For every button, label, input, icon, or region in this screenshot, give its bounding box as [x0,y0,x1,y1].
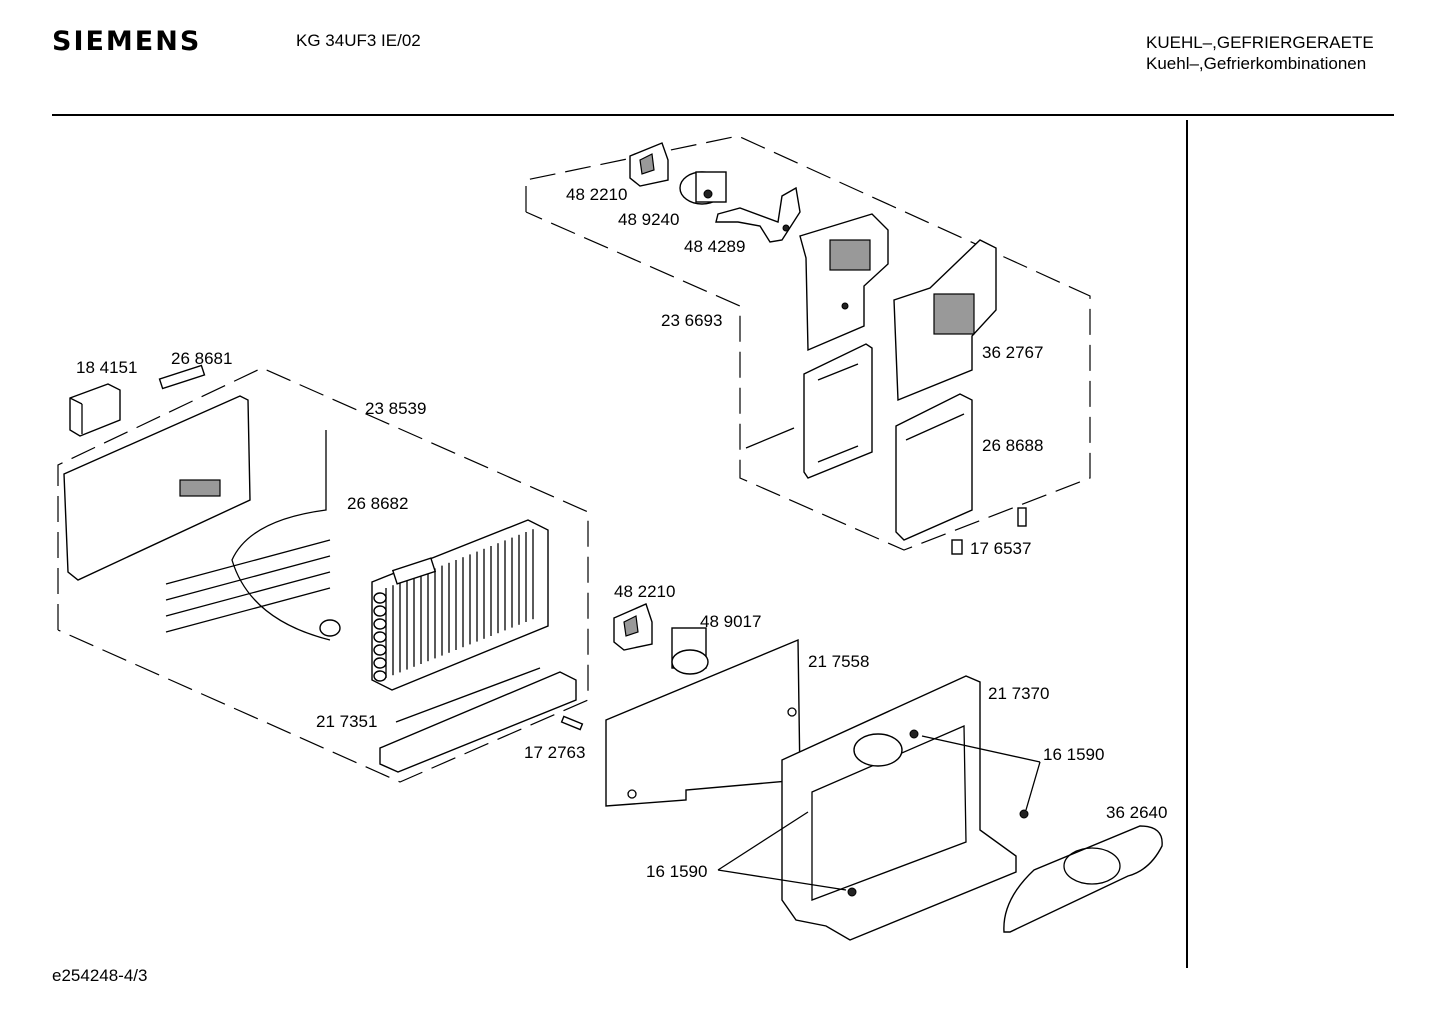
group-frame-left [57,367,589,783]
category-title: KUEHL–,GEFRIERGERAETE [1146,33,1374,52]
part-number-label: 36 2640 [1106,803,1168,822]
header-rule [52,114,1394,116]
coil-bend [373,605,387,617]
duct-cover-right [893,239,997,402]
drain-pin [560,715,584,731]
part-number-label: 18 4151 [76,358,138,377]
part-number-label: 16 1590 [646,862,708,881]
bracket-part-top [629,142,669,187]
part-number-label: 36 2767 [982,343,1044,362]
part-number-label: 23 8539 [365,399,427,418]
fan-frame [781,675,1017,941]
part-number-label: 48 4289 [684,237,746,256]
cover-plate [605,638,801,807]
coil-bend [373,618,387,630]
part-number-label: 48 9017 [700,612,762,631]
drawing-id: e254248-4/3 [52,966,148,985]
seal-strip [745,427,795,449]
coil-bend [373,670,387,682]
part-number-label: 17 6537 [970,539,1032,558]
side-rule [1186,120,1188,968]
evaporator-coil [371,519,549,691]
duct-panel-left [803,343,873,479]
group-frame-upper [525,135,1091,551]
drip-tray [379,667,577,773]
motor-bracket-top [715,186,801,243]
fan-housing-left [799,213,889,352]
coil-bend [373,657,387,669]
sensor-part [158,364,206,390]
brand-logo: SIEMENS [52,26,202,57]
fan-motor-lower [671,627,709,675]
part-number-label: 48 2210 [566,185,628,204]
part-number-label: 21 7351 [316,712,378,731]
control-panel-cover [1003,825,1163,933]
part-number-label: 21 7370 [988,684,1050,703]
part-number-label: 21 7558 [808,652,870,671]
screw-parts [717,729,1041,897]
coil-bend [373,644,387,656]
part-number-label: 17 2763 [524,743,586,762]
part-number-label: 23 6693 [661,311,723,330]
category-subtitle: Kuehl–,Gefrierkombinationen [1146,54,1367,73]
fan-motor-top [679,171,727,205]
part-number-label: 26 8681 [171,349,233,368]
model-number: KG 34UF3 IE/02 [296,31,421,50]
thermostat-box [69,383,121,437]
part-number-label: 16 1590 [1043,745,1105,764]
coil-bend [373,631,387,643]
coil-bend [373,592,387,604]
duct-panel-right [895,393,973,541]
part-number-label: 26 8682 [347,494,409,513]
clip-small [1017,507,1027,527]
heater-loop [165,430,341,641]
part-number-label: 48 2210 [614,582,676,601]
clip-part [951,539,963,555]
part-number-label: 48 9240 [618,210,680,229]
back-plate [63,395,251,581]
bracket-part-lower [613,603,653,651]
part-number-label: 26 8688 [982,436,1044,455]
